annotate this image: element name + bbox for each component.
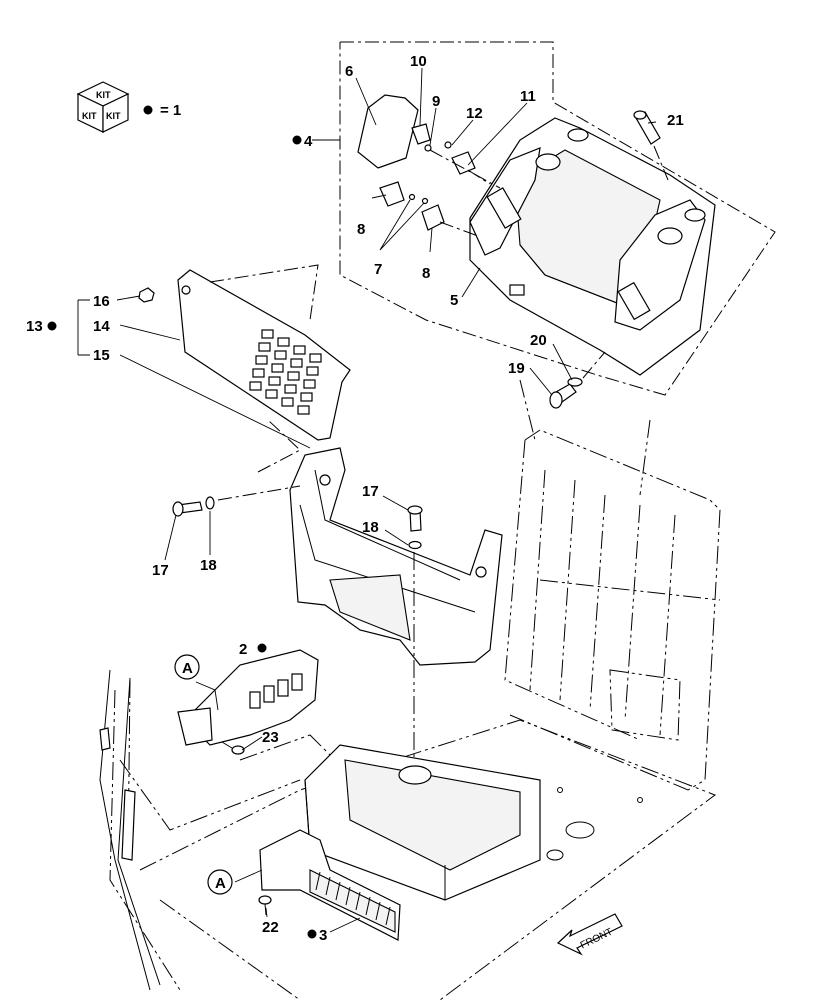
vent-grid [249,329,322,415]
console-assembly-group [339,41,776,396]
callout-11: 11 [520,88,536,105]
kit-bullet-icon [143,105,153,115]
bolt-17-right [407,505,423,532]
callout-labels: 4 6 10 9 12 11 8 7 8 5 21 16 13 14 15 20… [26,53,684,944]
callout-8-left: 8 [357,221,365,238]
hinge-bracket-right [451,151,476,175]
callout-7: 7 [374,261,382,278]
kit-bullet-13 [47,321,57,331]
callout-10: 10 [410,53,427,70]
kit-legend: KIT KIT KIT = 1 [76,81,181,133]
vent-duct-part-3 [259,829,401,941]
kit-bullet-2 [257,643,267,653]
screw-9 [424,144,432,152]
callout-2: 2 [239,641,247,658]
left-cab-pillar [99,669,161,991]
callout-4: 4 [304,133,313,150]
screw-7a [408,193,416,201]
screw-23 [221,741,245,755]
callout-21: 21 [667,112,684,129]
callout-16: 16 [93,293,110,310]
view-ref-a-lower: A [207,869,233,895]
view-ref-a-lower-text: A [215,875,226,892]
hinge-bracket-upper [411,123,431,145]
rear-back-panel [257,419,503,666]
callout-5: 5 [450,292,458,309]
cover-plate [357,94,419,169]
callout-18-right: 18 [362,519,379,536]
washer-18-left [205,496,215,510]
vent-panel [177,264,351,441]
callout-18-left: 18 [200,557,217,574]
kit-cube-text-left: KIT [82,111,97,121]
kit-cube-icon: KIT KIT KIT [76,81,130,133]
hinge-bracket-left [379,181,405,207]
kit-cube-text-right: KIT [106,111,121,121]
callout-23: 23 [262,729,279,746]
kit-equals-text: = 1 [160,102,181,119]
callout-19: 19 [508,360,525,377]
callout-17-left: 17 [152,562,169,579]
washer-18-right [408,540,422,550]
callout-6: 6 [345,63,353,80]
console-box [469,117,716,376]
callout-9: 9 [432,93,440,110]
view-ref-a-upper: A [174,654,200,680]
screw-22 [258,895,272,916]
front-direction-arrow: FRONT [556,913,623,956]
nut-16 [138,287,155,303]
callout-14: 14 [93,318,110,335]
kit-bullet-3 [307,929,317,939]
callout-15: 15 [93,347,110,364]
callout-12: 12 [466,105,483,122]
screw-12 [444,141,452,149]
callout-20: 20 [530,332,547,349]
view-ref-a-upper-text: A [182,660,193,677]
callout-3: 3 [319,927,327,944]
washer-20 [567,377,583,387]
bolt-21 [633,110,661,145]
bolt-17-left [172,501,203,517]
callout-8-right: 8 [422,265,430,282]
screw-7b [421,197,429,205]
bolt-19 [549,383,577,409]
cab-frame-phantom [109,379,721,1000]
callout-17-right: 17 [362,483,379,500]
leader-lines [77,67,657,933]
callout-22: 22 [262,919,279,936]
hinge-bracket-lower [421,204,445,231]
callout-13: 13 [26,318,43,335]
kit-bullet-4 [292,135,302,145]
duct-part-2 [177,649,319,746]
floor-tray-box [304,744,541,901]
kit-cube-text-top: KIT [96,90,111,100]
